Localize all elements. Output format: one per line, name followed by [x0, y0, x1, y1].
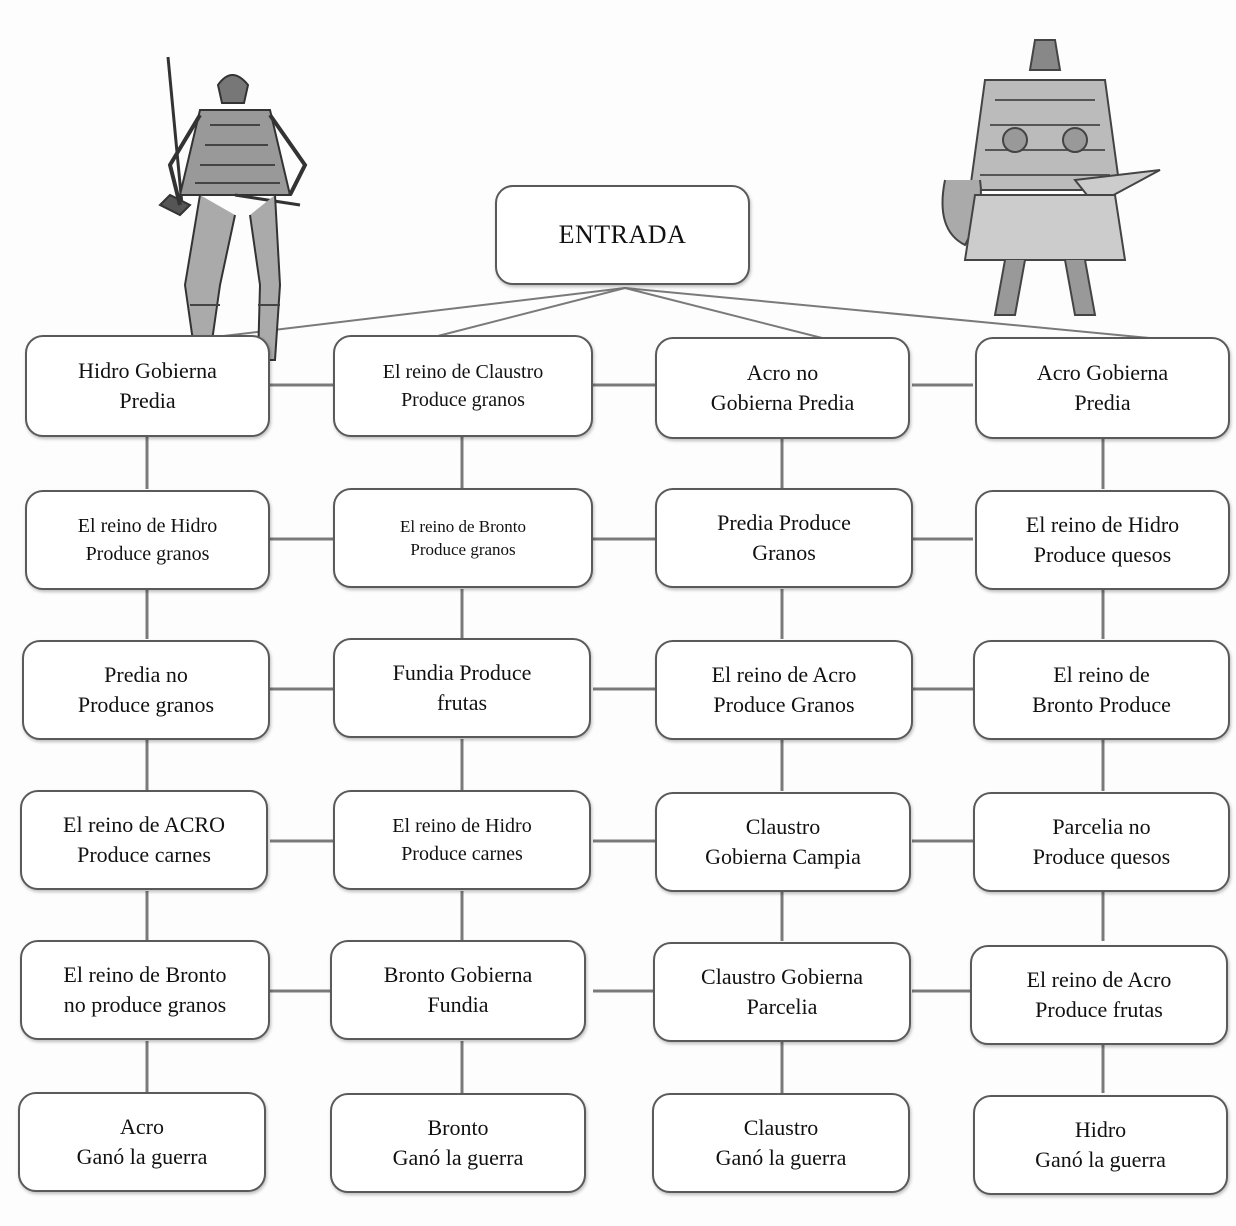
node-c2-r1[interactable]: El reino de Claustro Produce granos [333, 335, 593, 437]
node-c4-r4[interactable]: Parcelia no Produce quesos [973, 792, 1230, 892]
node-c2-r6[interactable]: Bronto Ganó la guerra [330, 1093, 586, 1193]
node-c3-r6[interactable]: Claustro Ganó la guerra [652, 1093, 910, 1193]
node-c1-r4[interactable]: El reino de ACRO Produce carnes [20, 790, 268, 890]
node-c2-r2[interactable]: El reino de Bronto Produce granos [333, 488, 593, 588]
node-c4-r2[interactable]: El reino de Hidro Produce quesos [975, 490, 1230, 590]
node-c3-r4[interactable]: Claustro Gobierna Campia [655, 792, 911, 892]
node-c4-r1[interactable]: Acro Gobierna Predia [975, 337, 1230, 439]
node-c2-r5[interactable]: Bronto Gobierna Fundia [330, 940, 586, 1040]
connector-line-1 [429, 287, 626, 339]
connector-line-3 [624, 287, 1171, 341]
node-c1-r6[interactable]: Acro Ganó la guerra [18, 1092, 266, 1192]
knight-illustration [941, 39, 1161, 316]
entrada-box[interactable]: ENTRADA [495, 185, 750, 285]
node-c2-r3[interactable]: Fundia Produce frutas [333, 638, 591, 738]
node-c3-r5[interactable]: Claustro Gobierna Parcelia [653, 942, 911, 1042]
node-c3-r3[interactable]: El reino de Acro Produce Granos [655, 640, 913, 740]
node-c4-r5[interactable]: El reino de Acro Produce frutas [970, 945, 1228, 1045]
node-c1-r1[interactable]: Hidro Gobierna Predia [25, 335, 270, 437]
node-c1-r5[interactable]: El reino de Bronto no produce granos [20, 940, 270, 1040]
node-c2-r4[interactable]: El reino de Hidro Produce carnes [333, 790, 591, 890]
node-c1-r3[interactable]: Predia no Produce granos [22, 640, 270, 740]
node-c3-r2[interactable]: Predia Produce Granos [655, 488, 913, 588]
samurai-illustration [158, 56, 308, 361]
connector-line-2 [624, 287, 831, 341]
node-c1-r2[interactable]: El reino de Hidro Produce granos [25, 490, 270, 590]
node-c3-r1[interactable]: Acro no Gobierna Predia [655, 337, 910, 439]
node-c4-r6[interactable]: Hidro Ganó la guerra [973, 1095, 1228, 1195]
node-c4-r3[interactable]: El reino de Bronto Produce [973, 640, 1230, 740]
